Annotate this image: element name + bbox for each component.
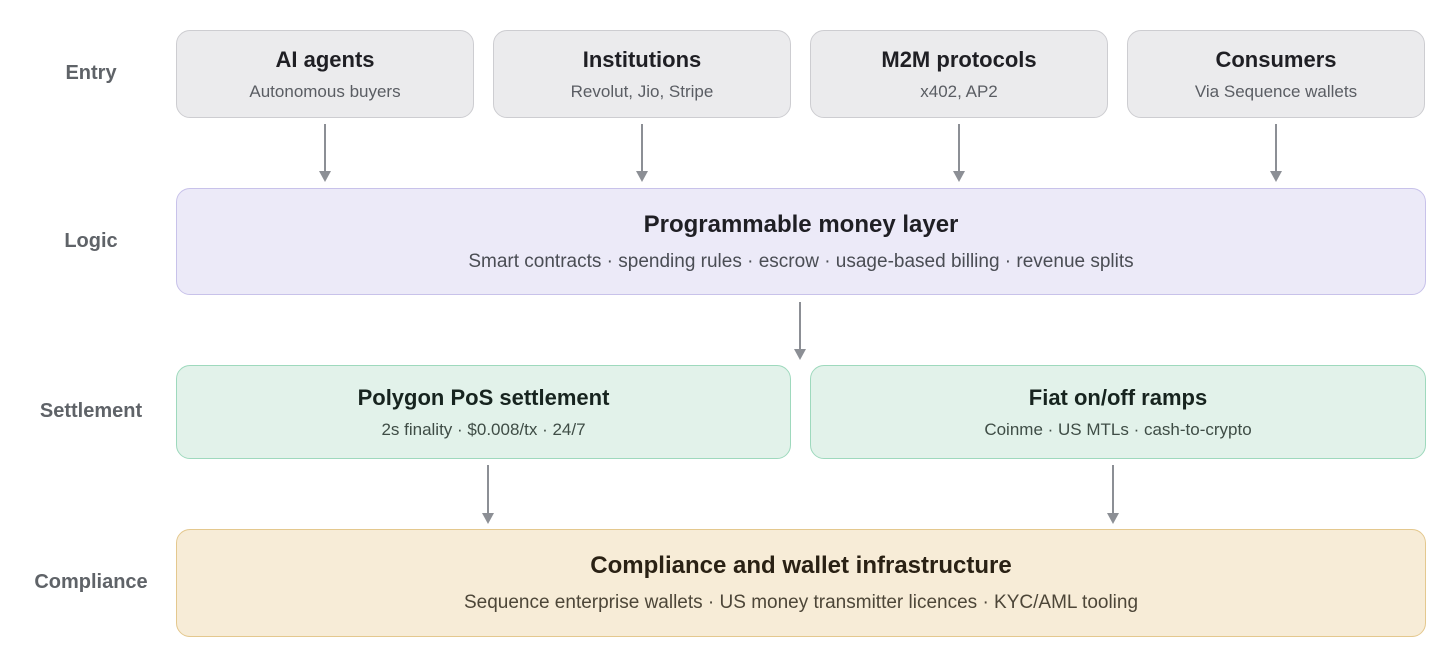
settlement-box-subtitle: Coinme · US MTLs · cash-to-crypto [984,419,1252,439]
settlement-box-title: Polygon PoS settlement [357,384,610,410]
logic-box-subtitle: Smart contracts · spending rules · escro… [468,250,1134,272]
settlement-box-title: Fiat on/off ramps [1028,384,1208,410]
settlement-box-subtitle: 2s finality · $0.008/tx · 24/7 [381,419,586,439]
arrowhead-ai-agents [319,171,331,182]
row-label-settlement: Settlement [39,400,143,422]
compliance-box-subtitle: Sequence enterprise wallets · US money t… [463,592,1139,613]
entry-box-m2m-protocols: M2M protocols x402, AP2 [810,30,1108,118]
entry-box-title: Institutions [582,46,702,72]
logic-box-programmable-money: Programmable money layer Smart contracts… [176,188,1426,295]
row-label-entry: Entry [65,62,117,84]
entry-box-subtitle: Autonomous buyers [249,81,401,101]
entry-box-title: Consumers [1215,46,1337,72]
settlement-box-fiat-ramps: Fiat on/off ramps Coinme · US MTLs · cas… [810,365,1426,459]
entry-box-title: AI agents [275,46,375,72]
compliance-box-title: Compliance and wallet infrastructure [590,552,1012,579]
entry-box-subtitle: x402, AP2 [920,81,998,101]
entry-box-title: M2M protocols [881,46,1037,72]
row-label-logic: Logic [64,230,118,252]
logic-box-title: Programmable money layer [643,210,959,238]
entry-box-consumers: Consumers Via Sequence wallets [1127,30,1425,118]
arrowhead-logic [794,349,806,360]
arrowhead-institutions [636,171,648,182]
settlement-box-polygon: Polygon PoS settlement 2s finality · $0.… [176,365,791,459]
entry-box-ai-agents: AI agents Autonomous buyers [176,30,474,118]
compliance-box-wallet-infra: Compliance and wallet infrastructure Seq… [176,529,1426,637]
entry-box-institutions: Institutions Revolut, Jio, Stripe [493,30,791,118]
arrowhead-consumers [1270,171,1282,182]
entry-box-subtitle: Via Sequence wallets [1194,81,1358,101]
entry-box-subtitle: Revolut, Jio, Stripe [570,81,714,101]
row-label-compliance: Compliance [34,571,148,593]
arrowhead-polygon [482,513,494,524]
arrowhead-fiat [1107,513,1119,524]
arrowhead-m2m [953,171,965,182]
